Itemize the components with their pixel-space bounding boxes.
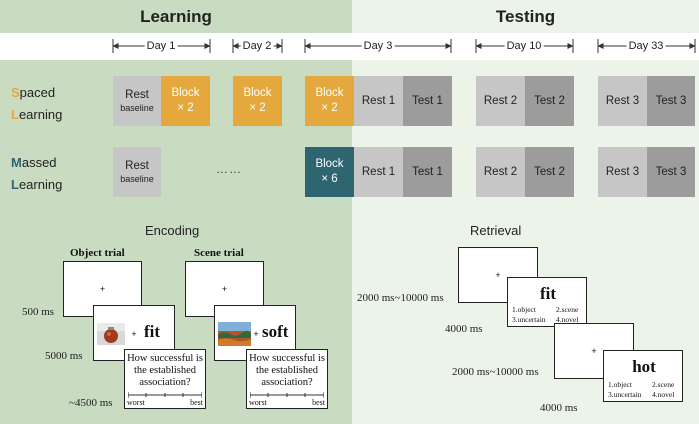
- fixation-cross: +: [495, 270, 501, 280]
- block-title: Block: [171, 87, 200, 99]
- timing-4000ms-2: 4000 ms: [540, 402, 578, 414]
- massed-rest1: Rest 1: [354, 147, 403, 197]
- block-title: Block: [243, 87, 272, 99]
- spaced-rest-baseline: Rest baseline: [113, 76, 161, 126]
- option-object: 1.object: [608, 380, 632, 389]
- block-title: Block: [315, 87, 344, 99]
- timing-5000ms: 5000 ms: [45, 350, 83, 362]
- timing-4000ms-1: 4000 ms: [445, 323, 483, 335]
- object-trial-label: Object trial: [70, 247, 125, 259]
- timing-iti-2: 2000 ms~10000 ms: [452, 366, 539, 378]
- massed-rest2: Rest 2: [476, 147, 525, 197]
- massed-rest-baseline: Rest baseline: [113, 147, 161, 197]
- ellipsis: ……: [216, 162, 242, 176]
- timing-4500ms: ~4500 ms: [69, 397, 113, 409]
- testing-header: Testing: [495, 6, 556, 26]
- spaced-cap-s: S: [11, 85, 20, 100]
- block-count: × 2: [321, 102, 338, 114]
- massed-test1: Test 1: [403, 147, 452, 197]
- cue-word-soft: soft: [262, 322, 289, 341]
- timeline-svg: [112, 39, 696, 53]
- spaced-test3: Test 3: [647, 76, 695, 126]
- spaced-test2: Test 2: [525, 76, 574, 126]
- timing-500ms: 500 ms: [22, 306, 55, 318]
- rating-scale: [128, 392, 202, 398]
- spaced-learning-label: Spaced Learning: [11, 82, 62, 126]
- spaced-cap-l: L: [11, 107, 19, 122]
- spaced-test1: Test 1: [403, 76, 452, 126]
- fixation-cross: +: [591, 346, 597, 356]
- massed-label-rest: assed: [21, 155, 57, 170]
- block-count: × 2: [177, 102, 194, 114]
- scale-worst: worst: [127, 398, 145, 407]
- block-count: × 6: [321, 173, 338, 185]
- rating-scale: [250, 392, 324, 398]
- day-label-10: Day 10: [504, 40, 544, 52]
- encoding-title: Encoding: [145, 223, 200, 238]
- spaced-block-day1: Block × 2: [161, 76, 210, 126]
- fixation-plus: +: [131, 329, 137, 339]
- spaced-block-day3: Block × 2: [305, 76, 354, 126]
- spaced-label-rest2: earning: [18, 107, 63, 122]
- spaced-rest1: Rest 1: [354, 76, 403, 126]
- spaced-rest2: Rest 2: [476, 76, 525, 126]
- scale-worst: worst: [249, 398, 267, 407]
- massed-test2: Test 2: [525, 147, 574, 197]
- rest-title: Rest: [125, 89, 149, 101]
- timing-iti-1: 2000 ms~10000 ms: [357, 292, 444, 304]
- day-label-3: Day 3: [361, 40, 395, 52]
- scene-trial-label: Scene trial: [194, 247, 244, 259]
- day-label-2: Day 2: [240, 40, 274, 52]
- day-label-1: Day 1: [144, 40, 178, 52]
- option-uncertain: 3.uncertain: [512, 315, 546, 324]
- massed-cap-m: M: [11, 155, 22, 170]
- fixation-plus: +: [253, 329, 259, 339]
- spaced-block-day2: Block × 2: [233, 76, 282, 126]
- block-title: Block: [315, 158, 344, 170]
- rest-sub: baseline: [120, 174, 154, 184]
- scale-best: best: [312, 398, 325, 407]
- massed-cap-l: L: [11, 177, 19, 192]
- day-label-33: Day 33: [626, 40, 666, 52]
- option-novel: 4.novel: [556, 315, 579, 324]
- scene-image: [218, 322, 251, 346]
- option-object: 1.object: [512, 305, 536, 314]
- learning-header: Learning: [140, 6, 212, 26]
- massed-block-day3: Block × 6: [305, 147, 354, 197]
- massed-test3: Test 3: [647, 147, 695, 197]
- massed-rest3: Rest 3: [598, 147, 647, 197]
- option-scene: 2.scene: [556, 305, 579, 314]
- massed-label-rest2: earning: [18, 177, 63, 192]
- block-count: × 2: [249, 102, 266, 114]
- rating-question: How successful is the established associ…: [249, 353, 325, 388]
- fixation-cross: +: [221, 284, 228, 294]
- option-scene: 2.scene: [652, 380, 675, 389]
- fixation-cross: +: [99, 284, 106, 294]
- option-novel: 4.novel: [652, 390, 675, 399]
- option-uncertain: 3.uncertain: [608, 390, 642, 399]
- object-image: [97, 323, 125, 345]
- spaced-label-rest: paced: [19, 85, 56, 100]
- cue-word-hot: hot: [632, 357, 656, 376]
- cue-word-fit: fit: [539, 284, 557, 303]
- retrieval-title: Retrieval: [470, 223, 522, 238]
- rest-title: Rest: [125, 160, 149, 172]
- spaced-rest3: Rest 3: [598, 76, 647, 126]
- rest-sub: baseline: [120, 103, 154, 113]
- rating-question: How successful is the established associ…: [127, 353, 203, 388]
- scale-best: best: [190, 398, 203, 407]
- retrieval-word-screen-1: fit 1.object 2.scene 3.uncertain 4.novel: [507, 277, 587, 327]
- cue-word-fit: fit: [144, 322, 161, 341]
- massed-learning-label: Massed Learning: [11, 152, 62, 196]
- scene-rating-screen: How successful is the established associ…: [246, 349, 328, 409]
- object-rating-screen: How successful is the established associ…: [124, 349, 206, 409]
- retrieval-word-screen-2: hot 1.object 2.scene 3.uncertain 4.novel: [603, 350, 683, 402]
